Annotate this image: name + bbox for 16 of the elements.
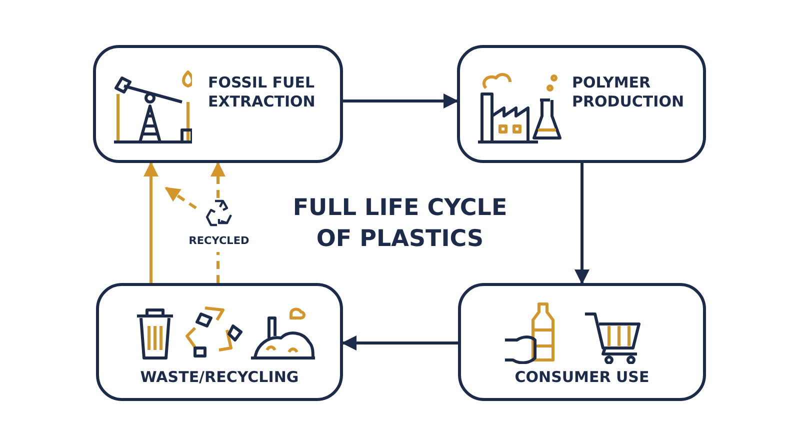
arrow	[210, 162, 226, 198]
stage-box	[93, 45, 343, 163]
stage-label: POLYMER PRODUCTION	[572, 73, 686, 111]
stage-box	[96, 283, 343, 401]
stage-label: WASTE/RECYCLING	[139, 368, 300, 387]
arrow	[574, 163, 590, 284]
arrow	[342, 336, 458, 350]
arrow	[343, 94, 458, 108]
arrow	[164, 186, 197, 210]
recycled-label: RECYCLED	[188, 235, 250, 248]
stage-label: CONSUMER USE	[514, 368, 650, 387]
diagram-title: FULL LIFE CYCLE OF PLASTICS	[292, 194, 508, 254]
stage-box	[457, 45, 706, 163]
arrow	[144, 162, 158, 283]
stage-label: FOSSIL FUEL EXTRACTION	[208, 73, 316, 111]
stage-box	[458, 283, 706, 401]
